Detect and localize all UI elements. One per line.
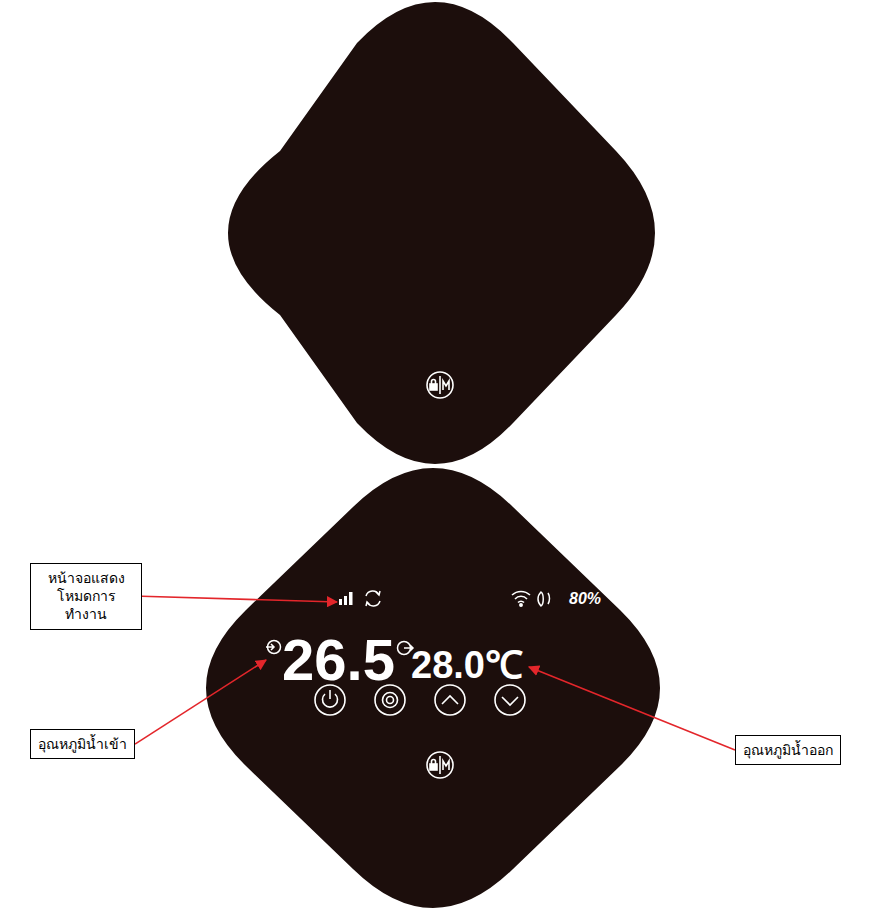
leader-line: [142, 596, 337, 602]
humidity-readout: 80%: [569, 591, 601, 607]
wifi-icon: [512, 591, 530, 606]
cycle-icon: [366, 591, 380, 606]
callout-box: หน้าจอแสดง โหมดการทำงาน: [30, 563, 142, 630]
panel-on: [206, 468, 660, 908]
sensor-icon: [538, 592, 550, 606]
inlet-icon: [266, 641, 281, 654]
callout-box: อุณหภูมิน้ำเข้า: [30, 729, 135, 759]
leader-line: [529, 667, 735, 750]
temperature-readout: 26.5: [282, 631, 395, 689]
callout-box: อุณหภูมิน้ำออก: [735, 735, 841, 765]
callout-text: อุณหภูมิน้ำออก: [743, 741, 833, 759]
buttons: [315, 685, 525, 715]
leader-line: [135, 660, 266, 744]
lock-mode-button: [427, 372, 453, 398]
callout-text: อุณหภูมิน้ำเข้า: [38, 735, 127, 753]
callout-text: หน้าจอแสดง โหมดการทำงาน: [38, 569, 134, 624]
outlet-icon: [398, 642, 414, 655]
panel-off: [228, 2, 655, 464]
lock-mode-button: [427, 752, 453, 778]
temperature-readout: 28.0℃: [411, 646, 523, 684]
status-icons: [339, 592, 353, 605]
